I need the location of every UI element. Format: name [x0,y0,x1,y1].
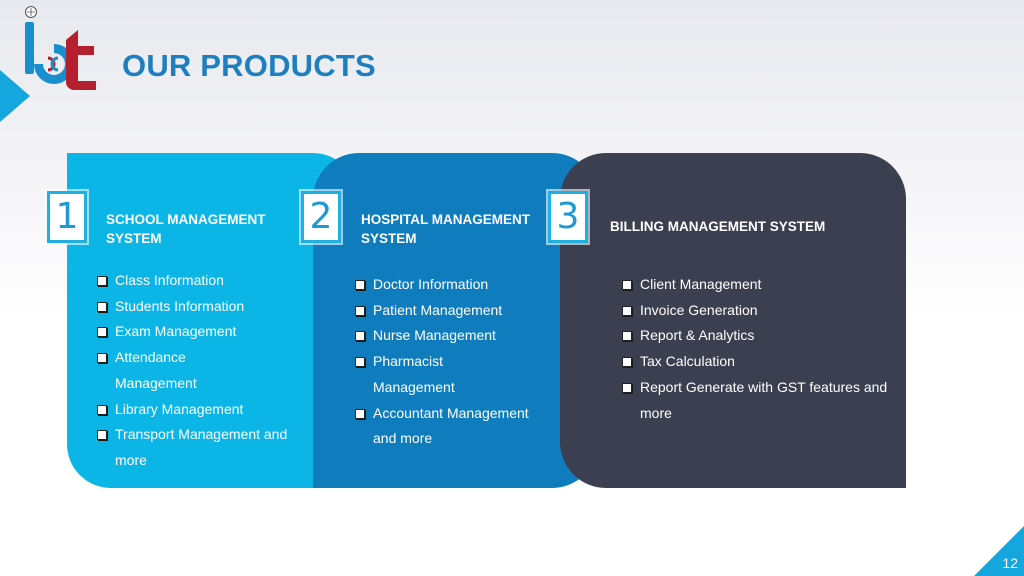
list-item: Tax Calculation [622,349,892,375]
corner-accent-bottom-right [974,526,1024,576]
list-item: Report & Analytics [622,323,892,349]
card-title-line: SYSTEM [106,231,162,246]
list-item: Class Information [97,268,307,294]
checkbox-bullet-icon [355,408,365,419]
page-title: OUR PRODUCTS [122,48,376,83]
company-logo [25,6,96,90]
checkbox-bullet-icon [97,276,107,286]
checkbox-bullet-icon [622,331,632,342]
card-title-line: SCHOOL MANAGEMENT [106,212,266,227]
number-badge: 1 [47,191,87,243]
checkbox-bullet-icon [622,280,632,290]
list-item: Pharmacist Management [355,349,483,400]
list-item: Nurse Management [355,323,565,349]
list-item: Doctor Information [355,272,565,298]
list-item: Report Generate with GST features and mo… [622,375,890,426]
checkbox-bullet-icon [97,430,107,441]
list-item: Students Information [97,294,307,320]
checkbox-bullet-icon [622,357,632,368]
feature-list: Class Information Students Information E… [97,268,307,474]
list-item: Attendance Management [97,345,235,396]
list-item: Invoice Generation [622,298,892,324]
list-item: Transport Management and more [97,422,300,473]
card-title: HOSPITAL MANAGEMENT SYSTEM [361,210,551,248]
checkbox-bullet-icon [97,353,107,364]
checkbox-bullet-icon [97,327,107,338]
number-badge: 2 [301,191,341,243]
feature-list: Doctor Information Patient Management Nu… [355,272,565,452]
card-title-line: SYSTEM [361,231,417,246]
list-item: Patient Management [355,298,565,324]
list-item: Library Management [97,397,307,423]
checkbox-bullet-icon [355,280,365,290]
corner-accent-top-left [0,70,30,122]
checkbox-bullet-icon [622,382,632,393]
checkbox-bullet-icon [622,305,632,316]
card-title-line: BILLING MANAGEMENT SYSTEM [610,219,826,234]
product-card-billing: 3 BILLING MANAGEMENT SYSTEM Client Manag… [548,153,906,488]
card-title: BILLING MANAGEMENT SYSTEM [610,217,890,236]
checkbox-bullet-icon [355,357,365,368]
product-card-school: 1 SCHOOL MANAGEMENT SYSTEM Class Informa… [47,153,357,488]
list-item: Accountant Management and more [355,401,548,452]
list-item: Exam Management [97,319,307,345]
checkbox-bullet-icon [355,305,365,316]
feature-list: Client Management Invoice Generation Rep… [622,272,892,426]
card-title-line: HOSPITAL MANAGEMENT [361,212,531,227]
page-number: 12 [1002,555,1018,571]
number-badge: 3 [548,191,588,243]
checkbox-bullet-icon [97,404,107,415]
checkbox-bullet-icon [355,331,365,342]
card-title: SCHOOL MANAGEMENT SYSTEM [106,210,286,248]
list-item: Client Management [622,272,892,298]
checkbox-bullet-icon [97,301,107,312]
